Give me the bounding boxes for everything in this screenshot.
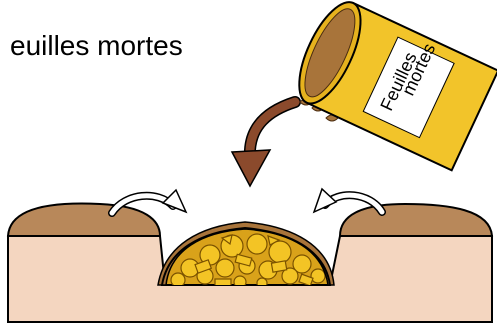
curved-arrow-left-icon <box>312 187 338 214</box>
right-mound <box>338 202 494 237</box>
compost-pieces <box>170 233 326 285</box>
curved-arrow-right-icon <box>161 188 188 214</box>
right-soil-arrow <box>312 187 386 216</box>
leaves-bucket <box>298 1 497 172</box>
bucket-leaves-inside <box>304 8 356 98</box>
left-mound <box>6 202 162 237</box>
pour-arrow <box>230 96 301 188</box>
compost-pit <box>157 221 335 286</box>
pit-outline <box>161 226 331 286</box>
curved-down-arrow-icon <box>230 149 272 188</box>
bucket-label <box>362 36 455 139</box>
diagram-caption: euilles mortes <box>10 30 183 61</box>
left-soil-arrow <box>108 188 188 217</box>
